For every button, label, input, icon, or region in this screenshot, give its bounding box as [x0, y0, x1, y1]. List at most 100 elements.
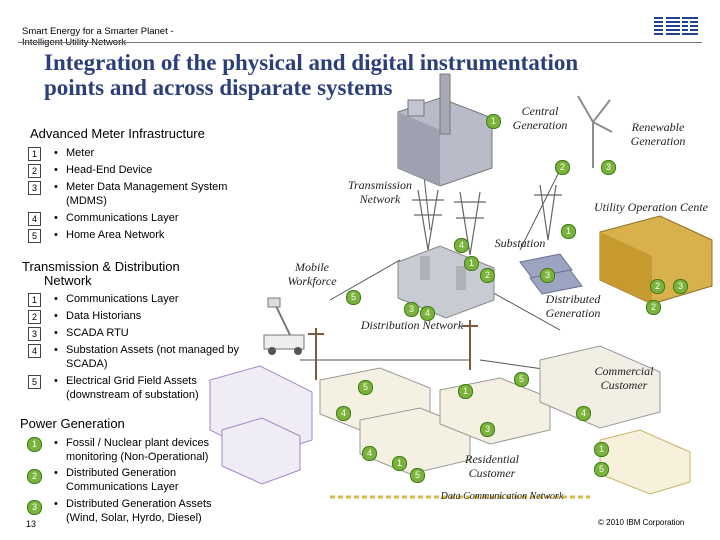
td-badge-1: 1 — [28, 293, 41, 307]
mobile-workforce-truck — [263, 297, 305, 355]
breadcrumb-line-1: Smart Energy for a Smarter Planet - — [22, 26, 174, 37]
bullet: • — [54, 467, 58, 479]
commercial-customer-label: Commercial Customer — [594, 364, 654, 392]
badge-comm-5: 5 — [514, 372, 529, 387]
page-number: 13 — [26, 519, 37, 529]
bullet: • — [54, 327, 58, 339]
badge-sub-4: 4 — [454, 238, 469, 253]
badge-trans-3: 3 — [601, 160, 616, 175]
bullet: • — [54, 181, 58, 193]
campus-building — [209, 365, 313, 485]
bullet: • — [54, 437, 58, 449]
badge-res-1: 1 — [392, 456, 407, 471]
title-line-2: points and across disparate systems — [44, 75, 393, 100]
title-line-1: Integration of the physical and digital … — [44, 50, 579, 75]
power-badge-3: 3 — [27, 500, 42, 515]
badge-right-4: 4 — [576, 406, 591, 421]
ami-item-comm-layer: Communications Layer — [66, 212, 179, 224]
td-item-substation-assets: Substation Assets (not managed by — [66, 344, 240, 356]
ami-item-mdms: Meter Data Management System — [66, 181, 228, 193]
bullet: • — [54, 310, 58, 322]
bullet: • — [54, 147, 58, 159]
power-badge-2: 2 — [27, 469, 42, 484]
bullet: • — [54, 229, 58, 241]
central-generation-label: Central Generation — [512, 104, 568, 132]
bullet: • — [54, 293, 58, 305]
td-item-historians: Data Historians — [66, 310, 142, 322]
td-item-scada-rtu: SCADA RTU — [66, 327, 129, 339]
ami-heading: Advanced Meter Infrastructure — [30, 126, 205, 141]
badge-res-4: 4 — [362, 446, 377, 461]
badge-uoc-2b: 2 — [646, 300, 661, 315]
residential-neighborhood — [599, 429, 691, 495]
power-item-dg-assets: Distributed Generation Assets — [66, 498, 212, 510]
power-item-fossil-2: monitoring (Non-Operational) — [66, 451, 209, 463]
wind-turbine — [577, 95, 613, 168]
commercial-building — [539, 345, 661, 429]
td-heading-1: Transmission & Distribution — [22, 259, 180, 274]
badge-mid-1: 1 — [458, 384, 473, 399]
badge-uoc-3: 3 — [673, 279, 688, 294]
central-generation-plant — [397, 73, 493, 187]
ami-badge-5: 5 — [28, 229, 41, 243]
td-heading-2: Network — [44, 273, 92, 288]
bullet: • — [54, 164, 58, 176]
distribution-network-label: Distribution Network — [360, 318, 464, 332]
ami-item-mdms-abbr: (MDMS) — [66, 195, 107, 207]
distributed-generation-label: Distributed Generation — [545, 292, 601, 320]
ami-badge-2: 2 — [28, 164, 41, 178]
page-title: Integration of the physical and digital … — [44, 50, 664, 100]
badge-dn-3: 3 — [404, 302, 419, 317]
ami-badge-4: 4 — [28, 212, 41, 226]
power-item-dg-comm: Distributed Generation — [66, 467, 177, 479]
copyright: © 2010 IBM Corporation — [598, 518, 685, 527]
badge-dg-3: 3 — [540, 268, 555, 283]
td-badge-4: 4 — [28, 344, 41, 358]
bullet: • — [54, 212, 58, 224]
header-rule — [18, 42, 702, 43]
transmission-towers — [412, 184, 562, 256]
power-item-fossil: Fossil / Nuclear plant devices — [66, 437, 210, 449]
badge-res-5: 5 — [410, 468, 425, 483]
badge-res-3: 3 — [480, 422, 495, 437]
transmission-network-label: Transmission Network — [347, 178, 413, 206]
renewable-generation-label: Renewable Generation — [630, 120, 686, 148]
badge-uoc-2: 2 — [650, 279, 665, 294]
badge-rr-1: 1 — [594, 442, 609, 457]
badge-rr-5: 5 — [594, 462, 609, 477]
badge-sub-2: 2 — [480, 268, 495, 283]
td-badge-5: 5 — [28, 375, 41, 389]
badge-trans-2: 2 — [555, 160, 570, 175]
td-badge-2: 2 — [28, 310, 41, 324]
ami-item-meter: Meter — [66, 147, 95, 159]
badge-sub-1: 1 — [464, 256, 479, 271]
bullet: • — [54, 375, 58, 387]
ami-badge-3: 3 — [28, 181, 41, 195]
ibm-logo — [654, 16, 698, 36]
bullet: • — [54, 498, 58, 510]
badge-uoc-1: 1 — [561, 224, 576, 239]
badge-left-4: 4 — [336, 406, 351, 421]
utility-poles — [308, 320, 478, 380]
ami-item-han: Home Area Network — [66, 229, 165, 241]
td-item-downstream: (downstream of substation) — [66, 389, 199, 401]
ami-item-head-end: Head-End Device — [66, 164, 153, 176]
power-item-dg-assets-2: (Wind, Solar, Hyrdo, Diesel) — [66, 512, 202, 524]
utility-operation-center-label: Utility Operation Cente — [594, 200, 708, 214]
ami-badge-1: 1 — [28, 147, 41, 161]
substation-label: Substation — [494, 236, 546, 250]
td-item-scada: SCADA) — [66, 358, 108, 370]
data-communication-network-label: Data Communication Network — [440, 491, 564, 502]
td-badge-3: 3 — [28, 327, 41, 341]
badge-dn-4: 4 — [420, 306, 435, 321]
td-item-grid-assets: Electrical Grid Field Assets — [66, 375, 197, 387]
power-heading: Power Generation — [20, 416, 125, 431]
td-item-comm-layer: Communications Layer — [66, 293, 179, 305]
power-item-dg-comm-2: Communications Layer — [66, 481, 179, 493]
badge-central-1: 1 — [486, 114, 501, 129]
bullet: • — [54, 344, 58, 356]
power-badge-1: 1 — [27, 437, 42, 452]
badge-mid-5: 5 — [358, 380, 373, 395]
mobile-workforce-label: Mobile Workforce — [287, 260, 337, 288]
